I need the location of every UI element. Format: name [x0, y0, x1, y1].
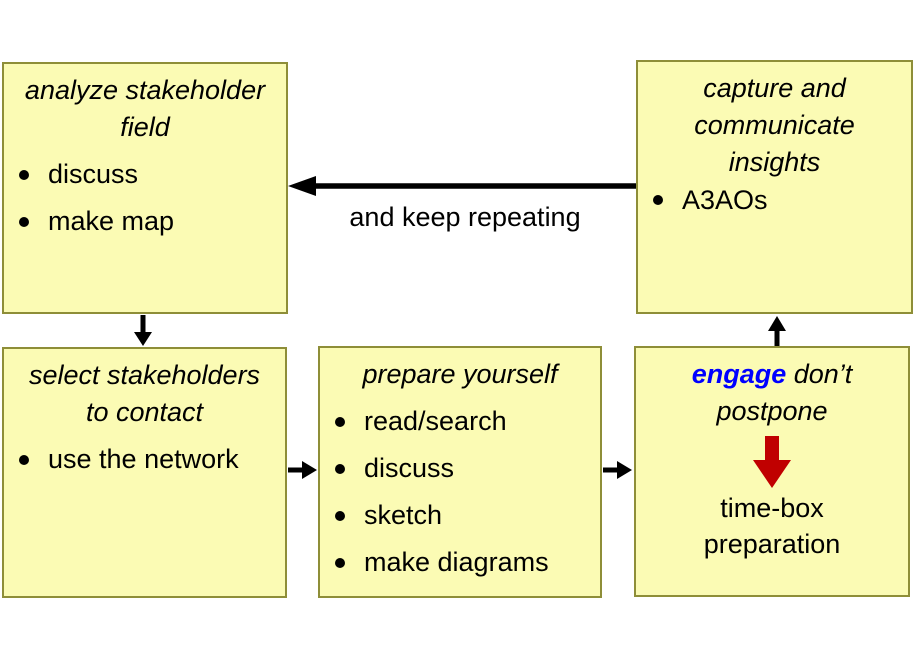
- list-item: make diagrams: [320, 539, 600, 586]
- bullet-list: use the network: [4, 436, 285, 483]
- bullet-text: make diagrams: [364, 547, 549, 577]
- note-title: capture and communicate insights: [694, 73, 855, 177]
- note-title: select stakeholders to contact: [28, 360, 261, 427]
- time-box-note: time-box preparation: [703, 493, 841, 559]
- bullet-dot-icon: [335, 510, 345, 521]
- bullet-text: use the network: [48, 444, 239, 474]
- bullet-text: discuss: [364, 453, 455, 483]
- note-capture-communicate-insights: capture and communicate insights A3AOs: [636, 60, 913, 314]
- note-engage-dont-postpone: engage don’t postpone time-box preparati…: [634, 346, 910, 597]
- red-down-arrow-icon: [753, 436, 791, 488]
- note-title: prepare yourself: [362, 359, 558, 389]
- bullet-text: sketch: [364, 500, 443, 530]
- list-item: make map: [4, 198, 286, 245]
- bullet-text: A3AOs: [682, 184, 768, 215]
- bullet-dot-icon: [335, 416, 345, 427]
- bullet-dot-icon: [653, 195, 663, 205]
- note-title: analyze stakeholder field: [24, 75, 266, 142]
- list-item: use the network: [4, 436, 285, 483]
- analyze-to-select-arrow: [134, 315, 152, 346]
- bullet-dot-icon: [335, 463, 345, 474]
- list-item: read/search: [320, 398, 600, 445]
- list-item: discuss: [320, 445, 600, 492]
- prepare-to-engage-arrow: [603, 461, 632, 479]
- bullet-text: read/search: [364, 406, 507, 436]
- list-item: discuss: [4, 151, 286, 198]
- engage-highlight-text: engage: [691, 359, 787, 389]
- note-analyze-stakeholder-field: analyze stakeholder field discuss make m…: [2, 62, 288, 314]
- bullet-list: A3AOs: [638, 181, 911, 219]
- note-prepare-yourself: prepare yourself read/search discuss ske…: [318, 346, 602, 598]
- bullet-text: make map: [48, 206, 175, 236]
- engage-to-capture-arrow: [768, 316, 786, 347]
- title-rest-text: don’t postpone: [716, 359, 853, 426]
- bullet-dot-icon: [19, 169, 29, 180]
- bullet-list: discuss make map: [4, 151, 286, 245]
- bullet-dot-icon: [335, 557, 345, 568]
- bullet-dot-icon: [19, 216, 29, 227]
- bullet-list: read/search discuss sketch make diagrams: [320, 398, 600, 586]
- select-to-prepare-arrow: [288, 461, 317, 479]
- note-title: engage don’t postpone: [636, 348, 908, 430]
- red-down-arrow-wrap: [636, 436, 908, 488]
- list-item: A3AOs: [638, 181, 911, 219]
- bullet-text: discuss: [48, 159, 139, 189]
- bullet-dot-icon: [19, 454, 29, 465]
- note-select-stakeholders: select stakeholders to contact use the n…: [2, 347, 287, 598]
- keep-repeating-label: and keep repeating: [349, 202, 581, 232]
- keep-repeating-arrow: [288, 176, 636, 196]
- list-item: sketch: [320, 492, 600, 539]
